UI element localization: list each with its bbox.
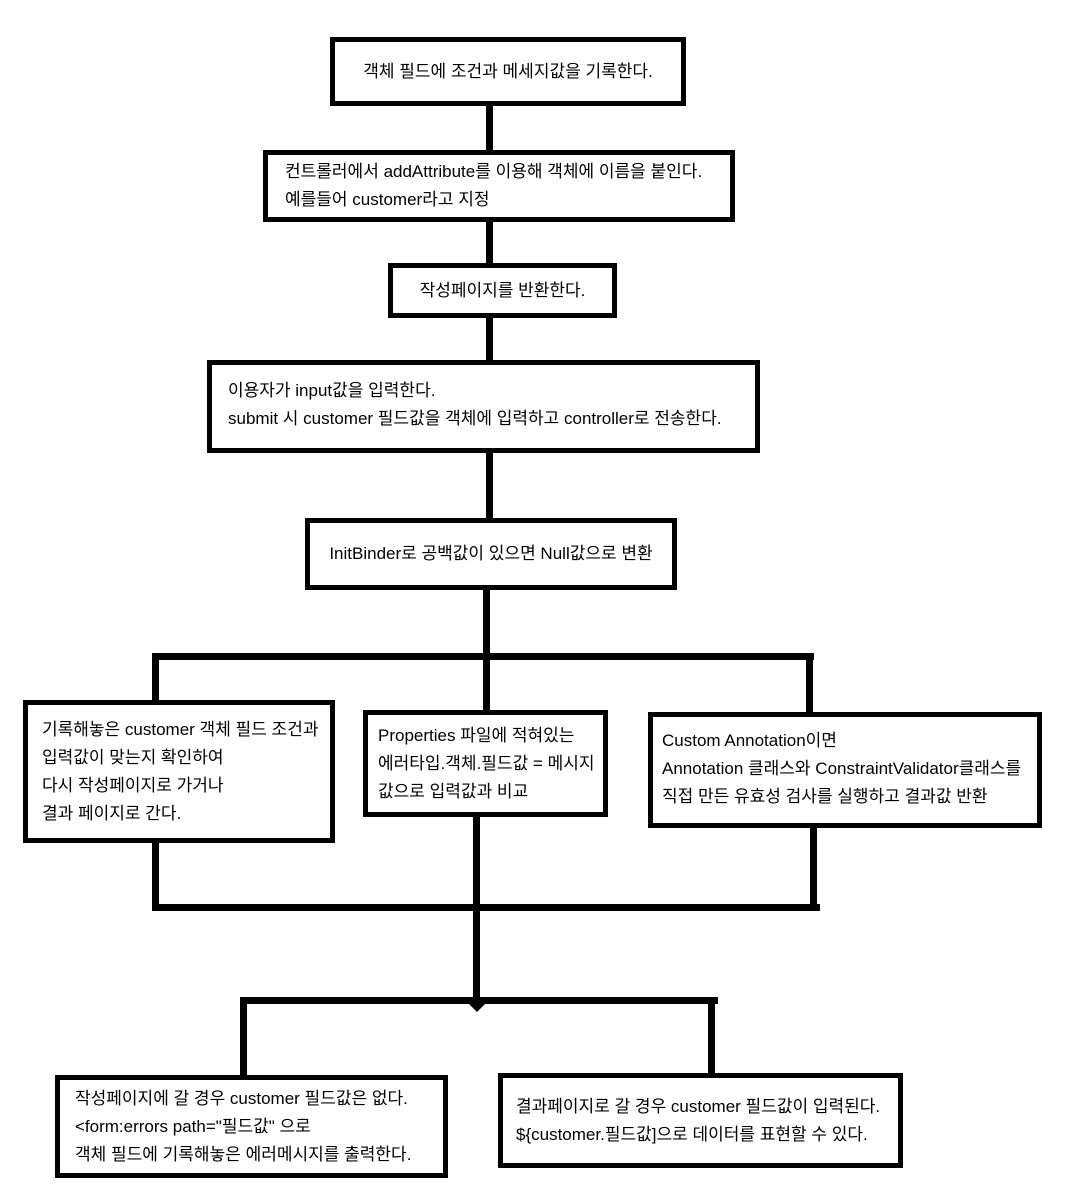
connector-center-trunk [473, 814, 480, 1002]
branch-drop-left [152, 653, 159, 703]
flow-node-validate-customer-fields: 기록해놓은 customer 객체 필드 조건과 입력값이 맞는지 확인하여 다… [23, 700, 335, 843]
node-text: 결과 페이지로 간다. [42, 803, 182, 823]
branch-drop-bottom-left [240, 997, 247, 1078]
node-text: InitBinder로 공백값이 있으면 Null값으로 변환 [329, 544, 653, 563]
flow-node-controller-addattribute: 컨트롤러에서 addAttribute를 이용해 객체에 이름을 붙인다. 예를… [263, 150, 735, 222]
flow-node-properties-file-compare: Properties 파일에 적혀있는 에러타입.객체.필드값 = 메시지 값으… [363, 710, 608, 817]
branch-drop-right [806, 653, 813, 715]
node-text: 직접 만든 유효성 검사를 실행하고 결과값 반환 [662, 787, 988, 806]
node-text: 결과페이지로 갈 경우 customer 필드값이 입력된다. [516, 1096, 881, 1116]
node-text: 입력값이 맞는지 확인하여 [42, 747, 224, 767]
node-text: 이용자가 input값을 입력한다. [228, 381, 436, 400]
node-text: ${customer.필드값]으로 데이터를 표현할 수 있다. [516, 1124, 868, 1144]
connector-returnpage-to-userinput [486, 315, 493, 363]
merge-rise-right [810, 825, 817, 911]
merge-rise-left [152, 840, 159, 910]
node-text: Properties 파일에 적혀있는 [378, 725, 575, 745]
connector-controller-to-returnpage [486, 219, 493, 266]
node-text: 값으로 입력값과 비교 [378, 781, 529, 801]
node-text: 기록해놓은 customer 객체 필드 조건과 [42, 719, 319, 739]
flow-node-result-page-display: 결과페이지로 갈 경우 customer 필드값이 입력된다. ${custom… [498, 1073, 903, 1168]
node-text: <form:errors path="필드값" 으로 [75, 1116, 311, 1136]
node-text: 객체 필드에 조건과 메세지값을 기록한다. [363, 61, 653, 81]
node-text: 다시 작성페이지로 가거나 [42, 775, 224, 795]
node-text: Annotation 클래스와 ConstraintValidator클래스를 [662, 759, 1022, 778]
flow-node-return-write-page: 작성페이지를 반환한다. [388, 263, 617, 318]
flow-node-record-conditions: 객체 필드에 조건과 메세지값을 기록한다. [330, 37, 686, 106]
merge-bar-middle [152, 904, 820, 911]
node-text: Custom Annotation이면 [662, 731, 837, 750]
branch-bar-top [152, 653, 814, 660]
branch-drop-bottom-right [708, 997, 715, 1076]
connector-initbinder-to-branch [483, 587, 490, 713]
node-text: 작성페이지에 갈 경우 customer 필드값은 없다. [75, 1088, 408, 1108]
arrow-down-icon [468, 1003, 486, 1012]
flow-node-user-input-submit: 이용자가 input값을 입력한다. submit 시 customer 필드값… [207, 360, 760, 453]
node-text: 객체 필드에 기록해놓은 에러메시지를 출력한다. [75, 1144, 412, 1164]
connector-record-to-controller [486, 103, 493, 153]
node-text: 에러타입.객체.필드값 = 메시지 [378, 753, 595, 773]
branch-bar-bottom [240, 997, 718, 1004]
node-text: 컨트롤러에서 addAttribute를 이용해 객체에 이름을 붙인다. [285, 162, 703, 181]
node-text: 예를들어 customer라고 지정 [285, 190, 490, 209]
node-text: submit 시 customer 필드값을 객체에 입력하고 controll… [228, 409, 722, 428]
node-text: 작성페이지를 반환한다. [419, 280, 586, 300]
connector-userinput-to-initbinder [486, 450, 493, 521]
flow-node-initbinder-null-convert: InitBinder로 공백값이 있으면 Null값으로 변환 [305, 518, 677, 590]
flow-node-custom-annotation-validator: Custom Annotation이면 Annotation 클래스와 Cons… [648, 712, 1042, 828]
flow-node-write-page-errors: 작성페이지에 갈 경우 customer 필드값은 없다. <form:erro… [55, 1075, 448, 1178]
